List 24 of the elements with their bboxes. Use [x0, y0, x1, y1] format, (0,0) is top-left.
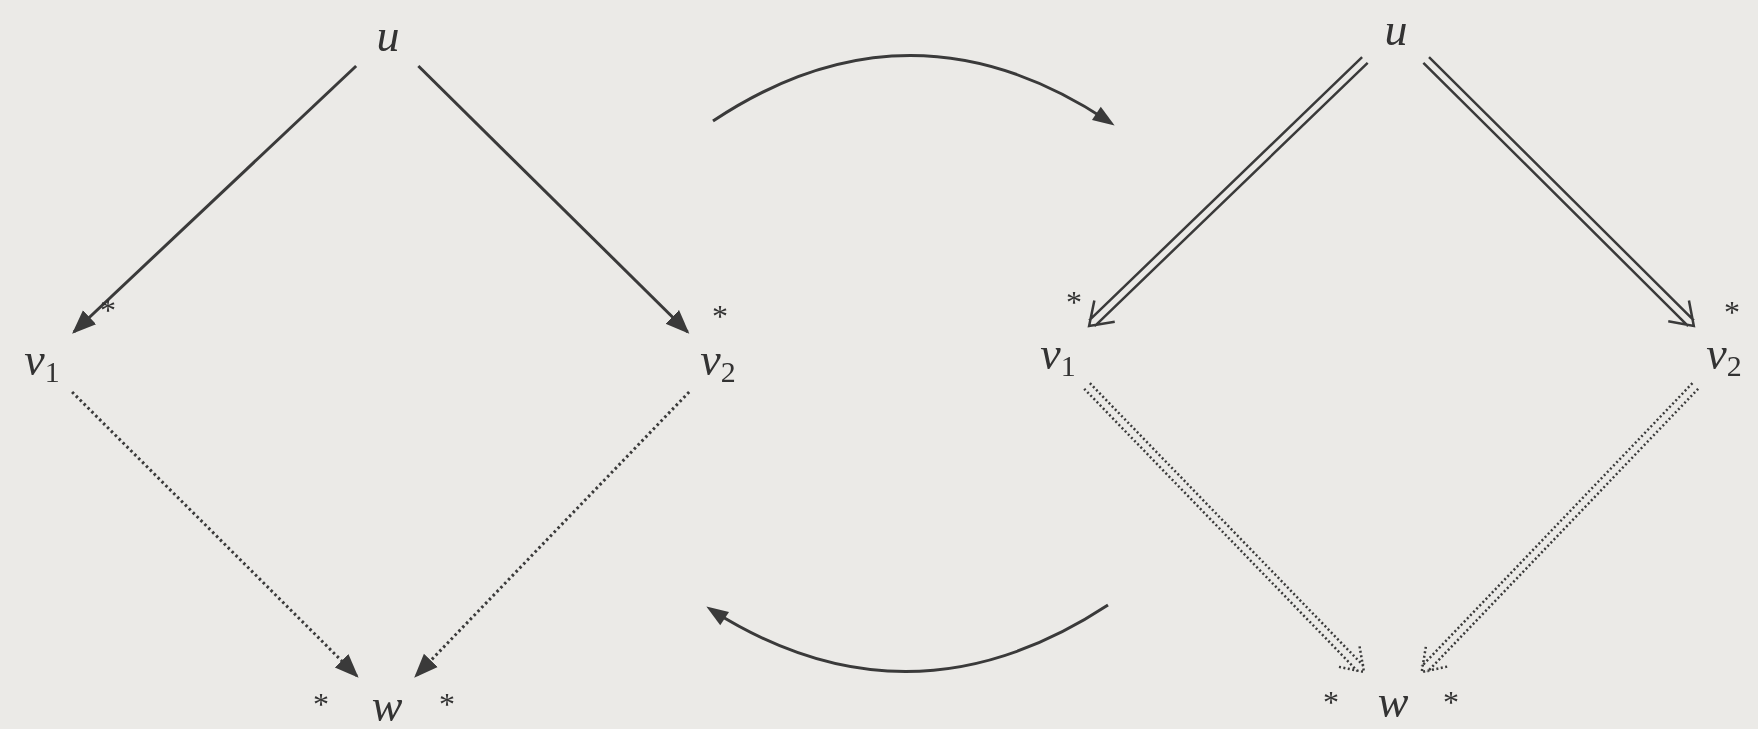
math-symbol: u	[1384, 7, 1408, 53]
math-symbol: w	[1377, 679, 1409, 725]
asterisk-mark: *	[313, 688, 329, 720]
math-symbol: u	[376, 13, 400, 59]
math-symbol: v$_{2}$	[700, 336, 736, 388]
asterisk-mark: *	[1066, 286, 1082, 318]
double-arrow	[1422, 55, 1696, 328]
asterisk-mark: *	[1724, 296, 1740, 328]
math-symbol: w	[371, 683, 403, 729]
math-symbol: v$_{1}$	[1040, 330, 1076, 382]
asterisk-mark: *	[439, 688, 455, 720]
math-symbol: v$_{1}$	[24, 336, 60, 388]
arrow	[72, 64, 358, 334]
double-arrow	[1087, 55, 1369, 328]
arrow	[414, 390, 691, 678]
double-arrow	[1420, 382, 1700, 674]
math-symbol: v$_{2}$	[1706, 330, 1742, 382]
arrow	[71, 390, 359, 678]
asterisk-mark: *	[712, 300, 728, 332]
asterisk-mark: *	[1323, 686, 1339, 718]
double-arrow	[1082, 381, 1366, 674]
asterisk-mark: *	[100, 294, 116, 326]
arrow	[417, 64, 690, 334]
asterisk-mark: *	[1443, 686, 1459, 718]
